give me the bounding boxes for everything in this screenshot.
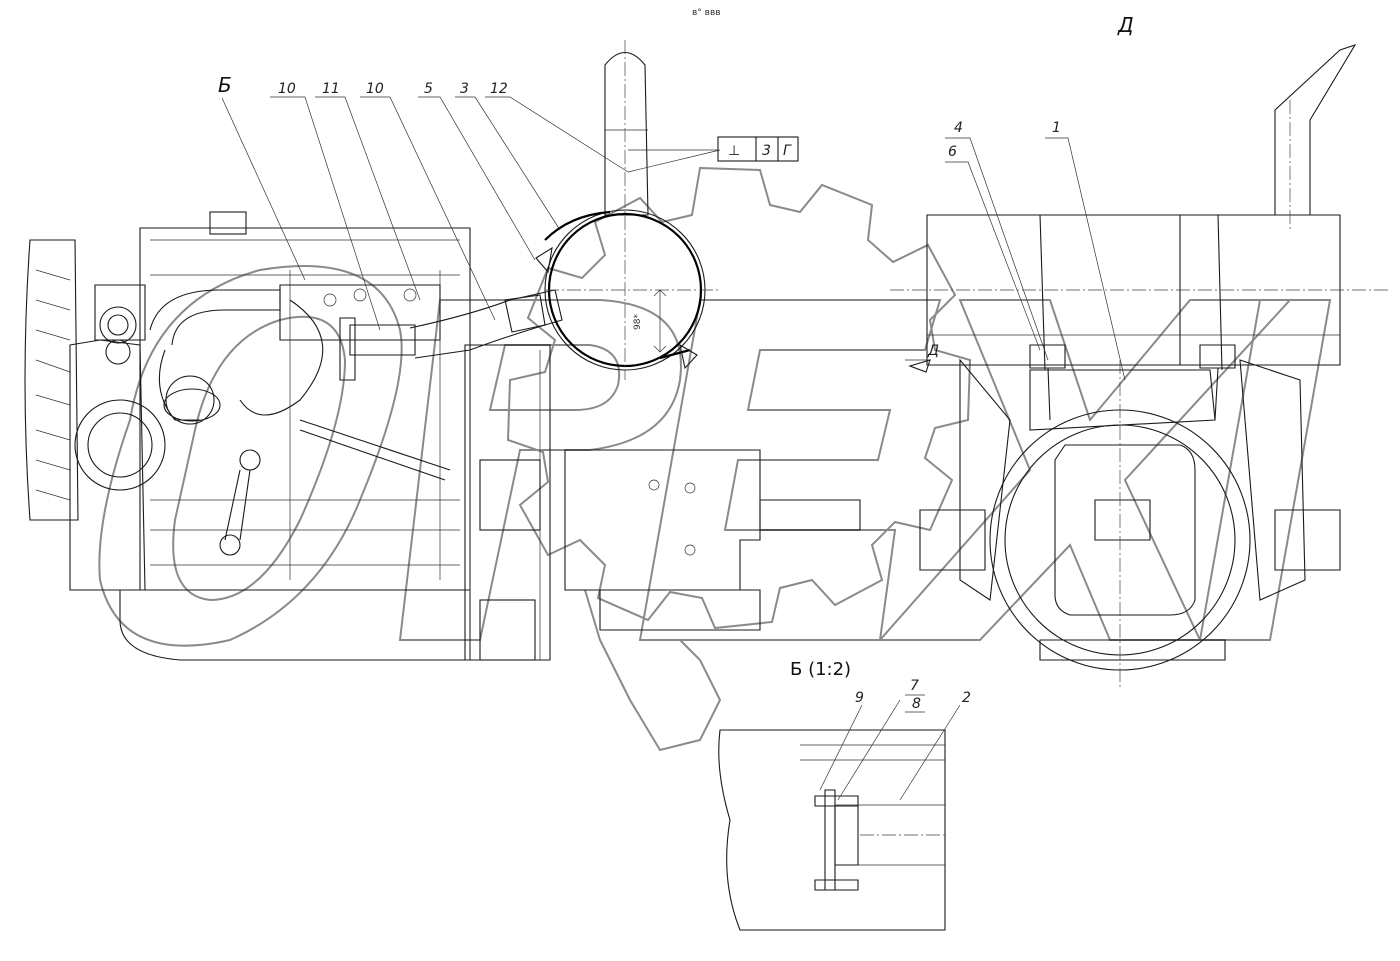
callout-7: 7 (910, 678, 919, 694)
leader-b (221, 97, 306, 281)
callout-3: 3 (460, 81, 469, 97)
callout-10a: 10 (278, 81, 296, 97)
view-label-d: Д (1117, 13, 1134, 37)
callout-2: 2 (962, 690, 971, 706)
watermark-gear (506, 166, 972, 752)
exhaust-pipe-side (339, 289, 563, 381)
callout-10b: 10 (366, 81, 384, 97)
tolerance-datum: Г (783, 143, 792, 159)
engine-side-view (24, 211, 861, 661)
callout-9: 9 (855, 690, 864, 706)
diameter-dimension: 98* (633, 314, 643, 330)
detail-title: Б (1:2) (790, 659, 851, 680)
callout-1: 1 (1052, 120, 1061, 136)
tolerance-value: 3 (762, 143, 771, 159)
callout-12: 12 (490, 81, 508, 97)
callouts-detail: 9 7 8 2 (855, 678, 971, 713)
callout-6: 6 (948, 144, 957, 160)
tolerance-frame: ⊥ 3 Г (628, 136, 799, 162)
section-label-b: Б (218, 73, 232, 97)
callout-4: 4 (954, 120, 963, 136)
detail-view-b (718, 699, 961, 931)
header-mark: в° ввв (692, 8, 721, 18)
watermark-text (98, 265, 1332, 647)
muffler-side: 98* (535, 40, 721, 380)
callouts-main: 10 11 10 5 3 12 (270, 81, 629, 331)
tolerance-symbol: ⊥ (728, 143, 740, 159)
callout-11: 11 (322, 81, 340, 97)
callout-5: 5 (424, 81, 433, 97)
callout-8: 8 (912, 696, 921, 712)
callouts-right: 4 6 1 (945, 120, 1126, 381)
engine-front-view (890, 44, 1390, 690)
view-arrow-label: Д (927, 343, 939, 359)
